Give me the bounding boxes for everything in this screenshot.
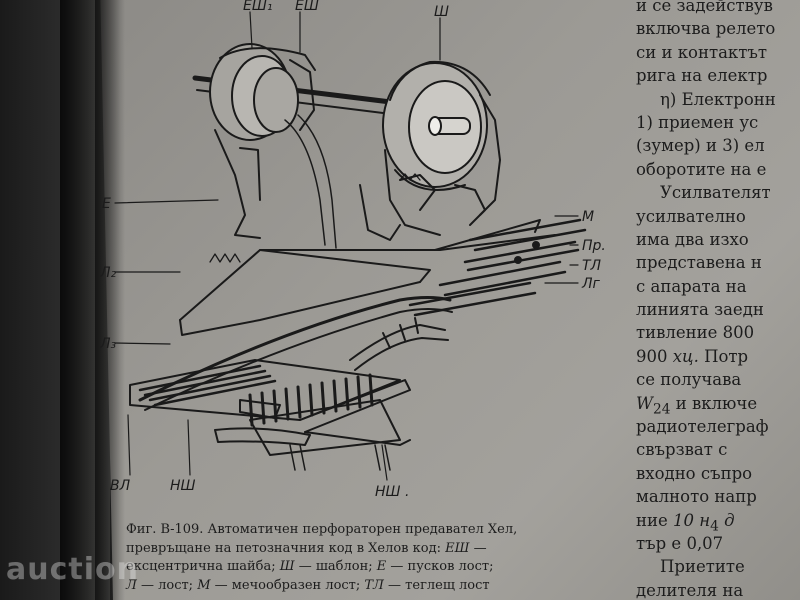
column-line: Усилвателят [660,183,771,203]
label-vl: ВЛ [110,478,131,494]
label-lg: Лг [581,276,601,292]
column-line: (зумер) и 3) ел [636,136,765,156]
label-sh: Ш [434,4,449,20]
column-line: рига на електр [636,66,768,86]
column-line: малното напр [636,487,757,507]
column-line: оборотите на е [636,159,767,179]
column-line: се получава [636,370,742,390]
label-m: М [582,209,594,225]
column-line: радиотелеграф [636,417,769,437]
label-l3: Л₃ [100,336,117,352]
column-line: свързват с [636,440,728,460]
caption-line: Л — лост; М — мечообразен лост; ТЛ — тег… [126,577,490,593]
column-line: η) Електронн [660,89,776,109]
column-line: ние 10 н4 д [636,510,735,534]
label-nsh-left: НШ [170,478,196,494]
label-l2: Л₂ [100,265,117,281]
column-line: представена н [636,253,762,273]
column-line: си и контактът [636,42,768,62]
column-line: линията заедн [636,300,764,320]
figure-caption: Фиг. В-109. Автоматичен перфораторен пре… [126,521,646,595]
caption-line: ексцентрична шайба; Ш — шаблон; Е — пуск… [126,559,494,574]
column-line: Приетите [660,557,745,577]
label-pr: Пр. [582,238,606,254]
gutter-shadow [60,0,120,600]
caption-line: Фиг. В-109. Автоматичен перфораторен пре… [126,522,518,537]
column-line: делителя на [636,580,744,600]
text-column: и се задействув включва релето си и конт… [636,0,800,600]
caption-line: превръщане на петозначния код в Хелов ко… [126,540,487,556]
column-line: 900 хц. Потр [636,346,749,366]
column-line: има два изхо [636,229,749,249]
column-line: W24 и включе [636,393,758,417]
column-line: с апарата на [636,276,747,296]
watermark-logo: auction [6,552,139,587]
label-esh1: ЕШ₁ [243,0,272,14]
label-e: Е [102,196,111,212]
mechanism-drawing: ЕШ₁ ЕШ Ш Е Л₂ Л₃ М Пр. ТЛ Лг ВЛ НШ НШ . [100,0,606,500]
column-line: и се задействув [636,0,773,15]
label-tl: ТЛ [582,258,602,274]
column-line: входно съпро [636,463,753,483]
column-line: тър е 0,07 [636,533,724,553]
column-line: включва релето [636,19,776,39]
column-line: 1) приемен ус [636,112,759,132]
label-nsh-right: НШ . [375,484,409,500]
label-esh: ЕШ [295,0,319,14]
column-line: тивление 800 [636,323,755,343]
column-line: усилвателно [636,206,746,226]
